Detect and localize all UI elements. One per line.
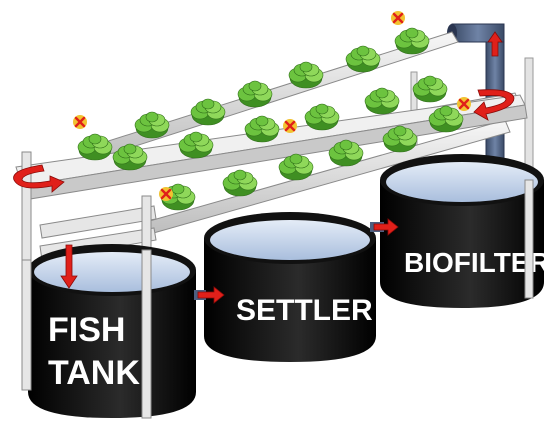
- lettuce-plant-icon: [278, 153, 314, 181]
- lettuce-plant-icon: [237, 80, 273, 108]
- settler-label: SETTLER: [236, 294, 373, 327]
- flow-arrow-icon: [373, 218, 399, 236]
- lettuce-plant-icon: [222, 169, 258, 197]
- fish-tank: FISH TANK: [28, 244, 196, 418]
- x-marker-icon: [457, 97, 471, 111]
- lettuce-plant-icon: [112, 143, 148, 171]
- flow-arrow-icon: [473, 89, 515, 121]
- flow-arrow-icon: [197, 286, 225, 304]
- x-marker-icon: [283, 119, 297, 133]
- lettuce-plant-icon: [134, 111, 170, 139]
- fish-tank-label-line2: TANK: [48, 354, 140, 392]
- lettuce-plant-icon: [244, 115, 280, 143]
- settler-tank: SETTLER: [204, 212, 376, 362]
- lettuce-plant-icon: [328, 139, 364, 167]
- lettuce-plants: [77, 27, 464, 211]
- x-marker-icon: [391, 11, 405, 25]
- lettuce-plant-icon: [364, 87, 400, 115]
- lettuce-plant-icon: [382, 125, 418, 153]
- lettuce-plant-icon: [412, 75, 448, 103]
- fish-tank-label-line1: FISH: [48, 311, 125, 349]
- lettuce-plant-icon: [288, 61, 324, 89]
- frame-front-overlay: [21, 179, 534, 419]
- lettuce-plant-icon: [304, 103, 340, 131]
- x-markers: [73, 11, 471, 201]
- biofilter-tank: BIOFILTER: [380, 154, 550, 308]
- flow-arrow-icon: [487, 31, 503, 57]
- lettuce-plant-icon: [178, 131, 214, 159]
- lettuce-plant-icon: [345, 45, 381, 73]
- lettuce-plant-icon: [428, 105, 464, 133]
- x-marker-icon: [159, 187, 173, 201]
- lettuce-plant-icon: [77, 133, 113, 161]
- flow-arrow-icon: [60, 244, 78, 289]
- x-marker-icon: [73, 115, 87, 129]
- flow-arrows: [13, 31, 515, 304]
- flow-arrow-icon: [13, 164, 65, 193]
- lettuce-plant-icon: [394, 27, 430, 55]
- lettuce-plant-icon: [190, 98, 226, 126]
